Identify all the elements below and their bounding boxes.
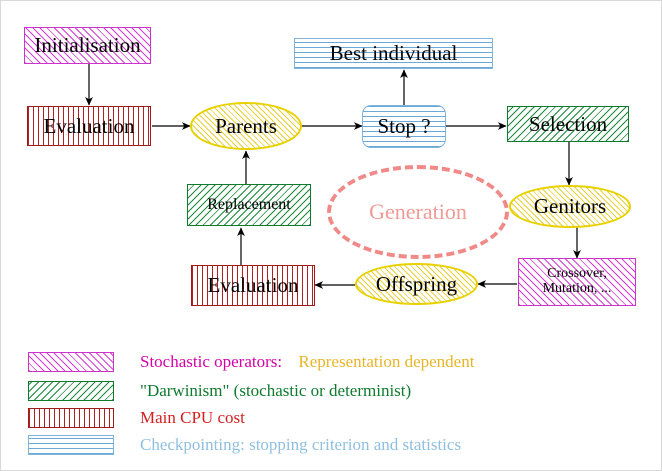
legend-row-darwinism: "Darwinism" (stochastic or determinist) <box>28 380 411 402</box>
legend-label-representation-dependent: Representation dependent <box>298 352 475 371</box>
node-crossover-label: Crossover, <box>547 266 607 282</box>
node-parents[interactable]: Parents <box>190 102 302 150</box>
node-evaluation-bottom-label: Evaluation <box>207 273 299 298</box>
node-best-individual[interactable]: Best individual <box>294 38 493 69</box>
legend-row-stochastic: Stochastic operators: Representation dep… <box>28 351 474 373</box>
node-evaluation-top[interactable]: Evaluation <box>27 106 151 146</box>
legend-row-cpu-cost: Main CPU cost <box>28 407 245 429</box>
node-best-individual-label: Best individual <box>329 41 458 66</box>
legend-label-stochastic-operators: Stochastic operators: <box>140 352 283 371</box>
node-selection[interactable]: Selection <box>507 106 629 142</box>
node-stop-label: Stop ? <box>377 114 431 139</box>
legend-swatch-blue-horizontal-hatch <box>28 435 114 455</box>
node-mutation-label: Mutation, ... <box>542 281 612 296</box>
node-offspring[interactable]: Offspring <box>355 263 478 305</box>
legend-label-darwinism: "Darwinism" (stochastic or determinist) <box>140 381 412 400</box>
node-evaluation-top-label: Evaluation <box>43 113 135 138</box>
node-selection-label: Selection <box>528 111 608 136</box>
node-genitors[interactable]: Genitors <box>509 185 631 228</box>
node-crossover-mutation[interactable]: Crossover, Mutation, ... <box>518 258 636 306</box>
node-replacement-label: Replacement <box>207 195 291 213</box>
legend-text-stochastic: Stochastic operators: Representation dep… <box>140 352 474 372</box>
legend-row-checkpointing: Checkpointing: stopping criterion and st… <box>28 434 461 456</box>
node-parents-label: Parents <box>215 113 277 138</box>
node-initialisation[interactable]: Initialisation <box>24 27 151 64</box>
legend-swatch-red-vertical-hatch <box>28 408 114 428</box>
node-initialisation-label: Initialisation <box>34 33 141 58</box>
legend-label-main-cpu-cost: Main CPU cost <box>140 408 245 427</box>
node-evaluation-bottom[interactable]: Evaluation <box>191 265 315 306</box>
legend: Stochastic operators: Representation dep… <box>1 341 661 461</box>
node-genitors-label: Genitors <box>533 194 607 219</box>
node-replacement[interactable]: Replacement <box>187 184 311 226</box>
legend-label-checkpointing: Checkpointing: stopping criterion and st… <box>140 435 462 454</box>
node-generation-label: Generation <box>369 199 467 224</box>
node-generation: Generation <box>327 165 509 259</box>
node-stop[interactable]: Stop ? <box>362 105 446 148</box>
legend-swatch-green-hatch <box>28 381 114 401</box>
legend-swatch-magenta-hatch <box>28 352 114 372</box>
node-offspring-label: Offspring <box>375 271 458 296</box>
